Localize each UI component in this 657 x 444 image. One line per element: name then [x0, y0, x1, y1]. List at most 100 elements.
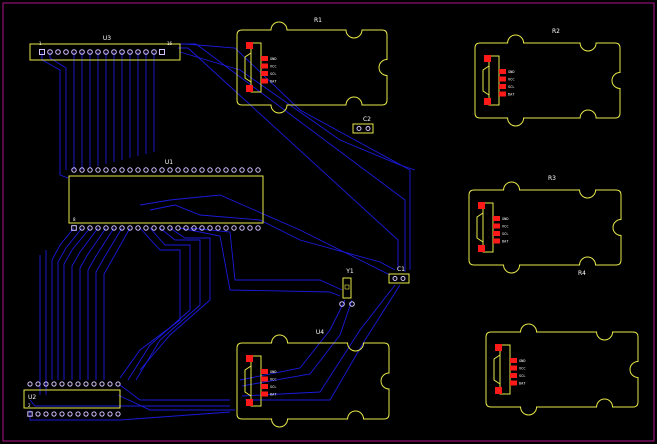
trace: [239, 299, 346, 381]
u1-pad: [151, 167, 157, 173]
signal-pad: [261, 56, 268, 61]
u2-pad: [99, 381, 105, 387]
u1-pad: [159, 225, 165, 231]
pin-label-gnd: GND: [519, 359, 526, 363]
u1-pad: [135, 167, 141, 173]
trace: [245, 284, 401, 401]
pin-label-dat: DAT: [519, 382, 526, 386]
pin-label-vcc: VCC: [508, 78, 515, 82]
u2-pins: [27, 381, 121, 417]
u2-pad: [115, 411, 121, 417]
trace: [41, 52, 69, 179]
trace: [49, 52, 67, 170]
u2-pad: [75, 411, 81, 417]
u1-pad: [191, 225, 197, 231]
u1-pad: [175, 167, 181, 173]
c1-pad: [400, 276, 406, 281]
u1-pad: [143, 225, 149, 231]
u1-pad: [183, 225, 189, 231]
trace: [127, 227, 191, 381]
r3-label: R3: [548, 175, 556, 182]
trace: [79, 227, 107, 380]
u1-pad: [247, 225, 253, 231]
u3-pin-last: 16: [167, 41, 173, 46]
mount-pad: [246, 399, 253, 406]
connector-latch: [482, 65, 490, 96]
connector-latch: [476, 212, 484, 243]
r2-label: R2: [552, 28, 560, 35]
c1-capacitor[interactable]: C1: [388, 266, 410, 284]
u2-pad: [67, 381, 73, 387]
u2-pad: [35, 381, 41, 387]
u2-pad: [107, 381, 113, 387]
pin-label-dat: DAT: [508, 93, 515, 97]
u1-pad: [183, 167, 189, 173]
u1-pad: [135, 225, 141, 231]
u2-ic[interactable]: U2 2: [23, 381, 121, 417]
trace: [57, 227, 83, 380]
u1-pad: [255, 167, 261, 173]
mount-pad: [246, 355, 253, 362]
u2-pad: [27, 411, 33, 417]
connector-housing: [250, 355, 262, 407]
c2-capacitor[interactable]: C2: [352, 116, 374, 134]
u1-pin-marker: 8: [73, 217, 76, 222]
u3-pad: [87, 49, 93, 55]
trace: [95, 227, 123, 380]
u3-pad: [151, 49, 157, 55]
trace: [29, 410, 231, 421]
u1-pad: [119, 225, 125, 231]
u1-pad: [239, 167, 245, 173]
u1-pad: [223, 167, 229, 173]
trace: [117, 394, 235, 411]
signal-pad: [510, 358, 517, 363]
r4-label: R4: [578, 270, 586, 277]
module-outline: [474, 34, 621, 127]
u3-pad: [143, 49, 149, 55]
u3-pad: [71, 49, 77, 55]
u2-pad: [91, 411, 97, 417]
pin-label-scl: SCL: [270, 72, 277, 76]
u1-pad: [79, 167, 85, 173]
u3-header[interactable]: U3 1 16: [29, 35, 181, 61]
trace: [63, 227, 91, 380]
u1-pad: [95, 167, 101, 173]
traces: [29, 43, 416, 421]
r1-label: R1: [314, 17, 322, 24]
signal-pad: [493, 216, 500, 221]
signal-pad: [493, 223, 500, 229]
u1-label: U1: [165, 159, 173, 166]
y1-crystal[interactable]: Y1: [339, 268, 355, 307]
u3-pad: [79, 49, 85, 55]
pin-label-gnd: GND: [270, 57, 277, 61]
mount-pad: [484, 98, 491, 105]
u3-pad: [111, 49, 117, 55]
pin-label-vcc: VCC: [502, 225, 509, 229]
u1-pad: [215, 225, 221, 231]
u1-pad: [255, 225, 261, 231]
connector-housing: [499, 344, 511, 395]
u2-pad: [115, 381, 121, 387]
signal-pad: [493, 238, 500, 244]
c1-pad: [392, 276, 398, 281]
pin-label-scl: SCL: [508, 85, 515, 89]
u1-ic[interactable]: U1 8: [68, 159, 264, 231]
y1-body: [344, 284, 350, 290]
trace: [29, 399, 230, 407]
u3-pin-first: 1: [39, 41, 42, 46]
u1-pad: [223, 225, 229, 231]
module-outline: [236, 21, 388, 114]
u1-pad: [231, 225, 237, 231]
u1-pad: [167, 167, 173, 173]
u1-pins: [71, 167, 261, 231]
u1-pad: [103, 225, 109, 231]
u1-pad: [95, 225, 101, 231]
u1-pad: [127, 167, 133, 173]
u1-outline: [68, 175, 264, 224]
mount-pad: [495, 344, 502, 351]
